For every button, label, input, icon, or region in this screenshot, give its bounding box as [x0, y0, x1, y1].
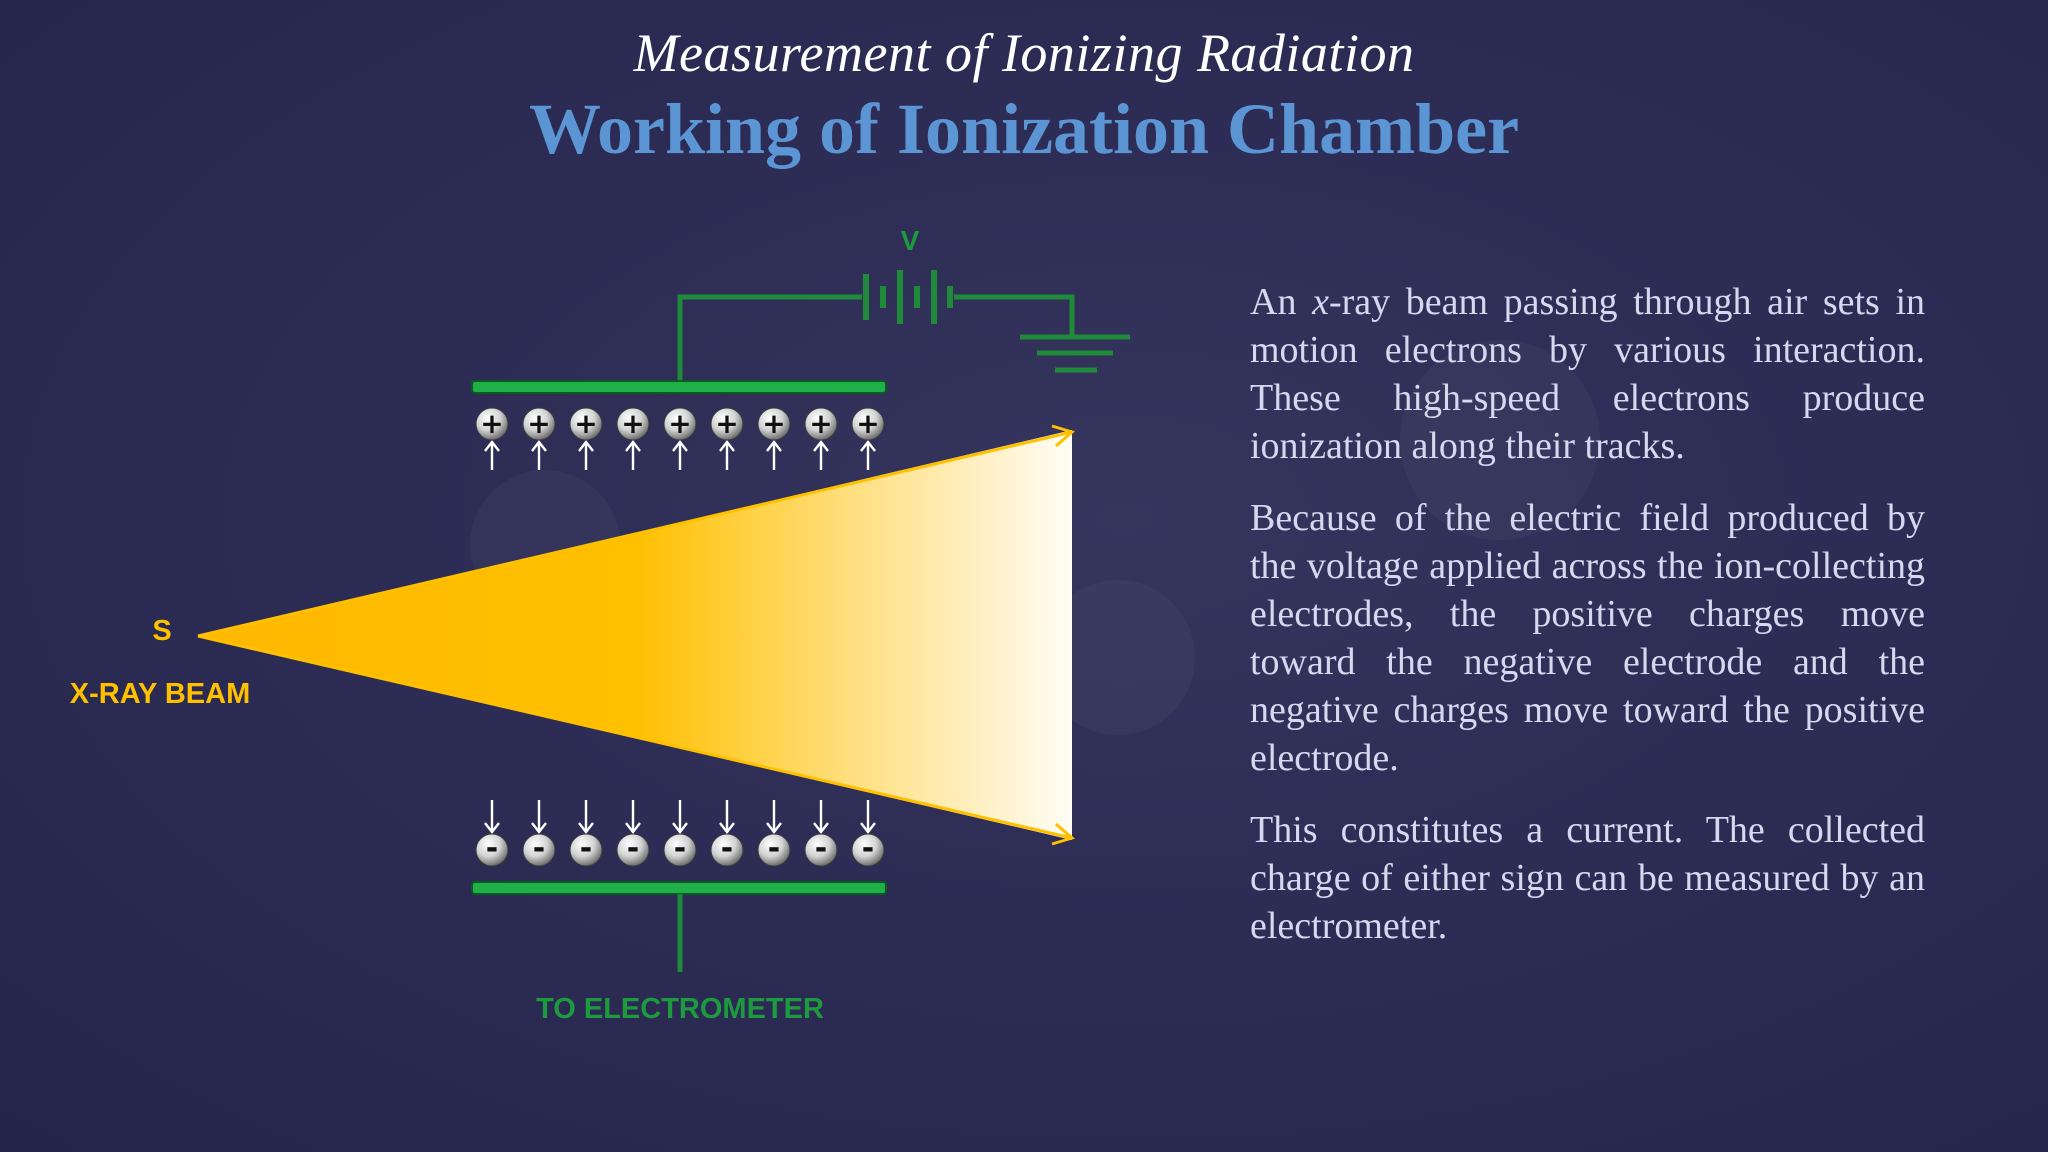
svg-text:+: +	[668, 407, 691, 440]
svg-text:-: -	[627, 831, 639, 866]
negative-ion: -	[757, 800, 791, 867]
positive-ion: +	[569, 407, 603, 470]
paragraph-1: An x-ray beam passing through air sets i…	[1250, 281, 1926, 467]
svg-text:-: -	[674, 831, 686, 866]
svg-text:-: -	[721, 831, 733, 866]
source-label: S	[152, 615, 171, 647]
positive-ion: +	[475, 407, 509, 470]
svg-text:-: -	[768, 831, 780, 866]
svg-text:+: +	[480, 407, 503, 440]
positive-ion-row: + + + + + + + + +	[475, 407, 885, 470]
svg-text:+: +	[527, 407, 550, 440]
svg-text:+: +	[574, 407, 597, 440]
svg-text:-: -	[486, 831, 498, 866]
svg-text:+: +	[809, 407, 832, 440]
negative-ion: -	[663, 800, 697, 867]
voltage-label: V	[901, 225, 920, 256]
negative-ion: -	[616, 800, 650, 867]
ionization-chamber-diagram: V TO ELECTROMETER S X-RAY BEAM +++++++++…	[70, 225, 1130, 1025]
svg-text:-: -	[580, 831, 592, 866]
negative-ion-row: ---------	[475, 800, 885, 867]
beam-arrow-bottom	[197, 634, 1076, 846]
explanation-text: An x-ray beam passing through air sets i…	[1250, 278, 1925, 974]
electrometer-label: TO ELECTROMETER	[536, 993, 824, 1025]
ground-icon	[1020, 334, 1130, 373]
negative-ion: -	[522, 800, 556, 867]
negative-ion: -	[804, 800, 838, 867]
svg-text:+: +	[856, 407, 879, 440]
negative-ion: -	[569, 800, 603, 867]
svg-text:-: -	[862, 831, 874, 866]
positive-ion: +	[616, 407, 650, 470]
xray-beam	[198, 430, 1072, 840]
wire-left	[677, 294, 862, 382]
positive-ion: +	[757, 407, 791, 470]
positive-ion: +	[804, 407, 838, 470]
positive-ion: +	[522, 407, 556, 470]
svg-text:-: -	[815, 831, 827, 866]
svg-text:+: +	[715, 407, 738, 440]
svg-text:+: +	[762, 407, 785, 440]
bottom-electrode-plate	[471, 881, 887, 895]
paragraph-2: Because of the electric field produced b…	[1250, 497, 1925, 779]
paragraph-3: This constitutes a current. The collecte…	[1250, 809, 1925, 947]
negative-ion: -	[710, 800, 744, 867]
wire-right	[954, 294, 1075, 335]
battery-icon	[863, 270, 953, 324]
negative-ion: -	[851, 800, 885, 867]
circuit-wiring	[677, 294, 1075, 382]
slide-title: Working of Ionization Chamber	[528, 89, 1520, 169]
negative-ion: -	[475, 800, 509, 867]
svg-text:+: +	[621, 407, 644, 440]
xray-beam-label: X-RAY BEAM	[70, 678, 251, 710]
svg-text:-: -	[533, 831, 545, 866]
slide-subtitle: Measurement of Ionizing Radiation	[633, 23, 1415, 83]
top-electrode-plate	[471, 380, 887, 394]
positive-ion: +	[663, 407, 697, 470]
positive-ion: +	[710, 407, 744, 470]
positive-ion: +	[851, 407, 885, 470]
beam-arrow-top	[197, 424, 1076, 638]
